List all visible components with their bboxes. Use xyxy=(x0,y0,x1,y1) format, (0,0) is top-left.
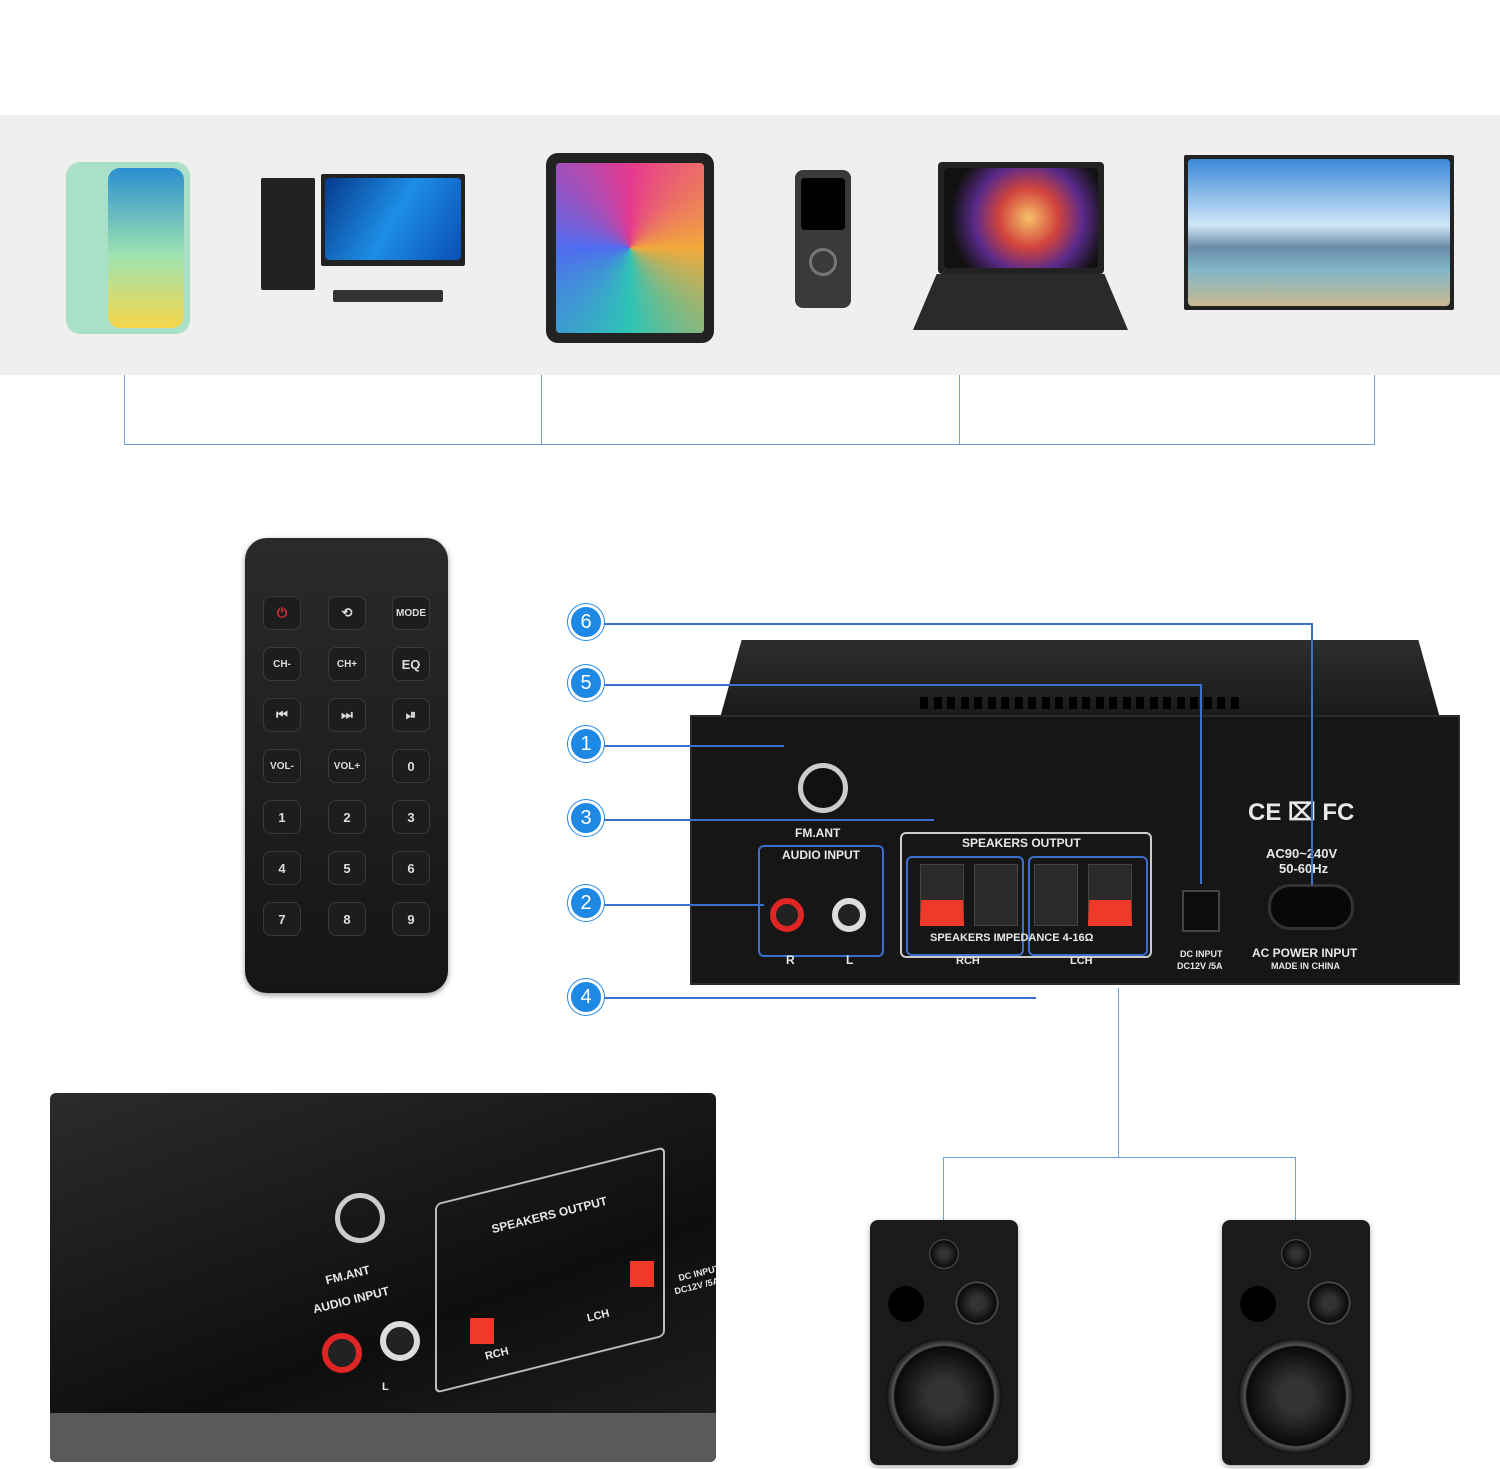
vent-slot xyxy=(1001,697,1009,709)
vent-slot xyxy=(1109,697,1117,709)
vent-slot xyxy=(1136,697,1144,709)
remote-button[interactable]: 1 xyxy=(263,800,301,834)
dc-input-label: DC INPUT xyxy=(1180,949,1223,959)
vent-slot xyxy=(960,697,969,709)
photo-audio-input-label: AUDIO INPUT xyxy=(311,1283,391,1317)
remote-button[interactable]: EQ xyxy=(392,647,430,681)
rch-label: RCH xyxy=(956,955,980,967)
vent-slot xyxy=(1203,697,1212,709)
remote-button[interactable]: 8 xyxy=(328,902,366,936)
monitor-image xyxy=(321,174,465,266)
remote-button[interactable]: ⏭ xyxy=(328,698,366,732)
fm-antenna-jack xyxy=(798,763,848,813)
speakers-output-frame xyxy=(900,832,1152,958)
vent-slot xyxy=(1014,697,1023,709)
vent-slot xyxy=(1041,697,1050,709)
remote-button[interactable]: 4 xyxy=(263,851,301,885)
remote-button[interactable]: ⏯ xyxy=(392,698,430,732)
mp3-player-image xyxy=(795,170,851,308)
callout-1: 1 xyxy=(568,726,604,762)
remote-button[interactable]: CH+ xyxy=(328,647,366,681)
remote-button[interactable]: 3 xyxy=(392,800,430,834)
television-image xyxy=(1184,155,1454,310)
ac-frequency-label: 50-60Hz xyxy=(1279,861,1329,876)
vent-slot xyxy=(947,697,955,709)
remote-button[interactable]: ⏮ xyxy=(263,698,301,732)
remote-button[interactable]: VOL- xyxy=(263,749,301,783)
vent-slot xyxy=(1163,697,1171,709)
speaker-left xyxy=(870,1220,1018,1465)
remote-button[interactable]: 0 xyxy=(392,749,430,783)
rca-right-jack xyxy=(770,898,804,932)
vent-slot xyxy=(1028,697,1036,709)
remote-button[interactable]: ⟲ xyxy=(328,596,366,630)
lch-plus-terminal xyxy=(1088,864,1132,926)
vent-slot xyxy=(974,697,982,709)
ac-rating-label: AC90~240V xyxy=(1266,846,1338,861)
vent-slot xyxy=(1190,697,1198,709)
keyboard-image xyxy=(333,290,443,302)
lch-label: LCH xyxy=(1070,955,1093,967)
amplifier-rear-panel xyxy=(690,715,1460,985)
vent-slot xyxy=(1095,697,1104,709)
vent-slot xyxy=(1149,697,1158,709)
made-in-label: MADE IN CHINA xyxy=(1271,961,1340,971)
vent-slot xyxy=(987,697,996,709)
desktop-computer-image xyxy=(261,178,315,290)
amplifier-top xyxy=(720,640,1440,718)
dc-input-jack xyxy=(1182,890,1220,932)
callout-4: 4 xyxy=(568,979,604,1015)
vent-slot xyxy=(1230,697,1239,709)
tablet-image xyxy=(546,153,714,343)
vent-slot xyxy=(1217,697,1225,709)
remote-button[interactable]: VOL+ xyxy=(328,749,366,783)
lch-minus-terminal xyxy=(1034,864,1078,926)
dc-rating-label: DC12V /5A xyxy=(1177,961,1223,971)
callout-3: 3 xyxy=(568,800,604,836)
ac-power-input-label: AC POWER INPUT xyxy=(1252,946,1358,960)
audio-input-label: AUDIO INPUT xyxy=(782,848,860,862)
vent-slot xyxy=(1068,697,1077,709)
rch-plus-terminal xyxy=(920,864,964,926)
vent-slot xyxy=(933,697,942,709)
speakers-output-label: SPEAKERS OUTPUT xyxy=(962,836,1081,850)
remote-button[interactable]: ⏻ xyxy=(263,596,301,630)
r-label: R xyxy=(786,953,795,967)
vent-slot xyxy=(1176,697,1185,709)
callout-5: 5 xyxy=(568,665,604,701)
remote-button[interactable]: 5 xyxy=(328,851,366,885)
lch-box xyxy=(1028,856,1148,956)
remote-button[interactable]: 2 xyxy=(328,800,366,834)
certifications-logo: CE ⌧ FC xyxy=(1248,799,1355,826)
vent-slot xyxy=(1055,697,1063,709)
audio-input-box xyxy=(758,845,884,957)
rch-box xyxy=(906,856,1024,956)
laptop-base-image xyxy=(913,274,1128,330)
callout-2: 2 xyxy=(568,885,604,921)
l-label: L xyxy=(846,953,854,967)
fm-ant-label: FM.ANT xyxy=(795,826,841,840)
photo-fm-ant-label: FM.ANT xyxy=(323,1262,372,1288)
photo-l-label: L xyxy=(382,1381,389,1393)
remote-button[interactable]: 6 xyxy=(392,851,430,885)
remote-button[interactable]: 7 xyxy=(263,902,301,936)
vent-slot xyxy=(920,697,928,709)
rch-minus-terminal xyxy=(974,864,1018,926)
amplifier-closeup-photo: SPEAKERS OUTPUT FM.ANT AUDIO INPUT DC IN… xyxy=(50,1093,716,1462)
vent-slot xyxy=(1122,697,1131,709)
remote-button[interactable]: 9 xyxy=(392,902,430,936)
ac-power-socket xyxy=(1268,884,1354,930)
smartphone-image xyxy=(66,162,190,334)
laptop-image xyxy=(938,162,1104,274)
callout-6: 6 xyxy=(568,604,604,640)
remote-button[interactable]: CH- xyxy=(263,647,301,681)
rca-left-jack xyxy=(832,898,866,932)
speaker-right xyxy=(1222,1220,1370,1465)
remote-button[interactable]: MODE xyxy=(392,596,430,630)
impedance-label: SPEAKERS IMPEDANCE 4-16Ω xyxy=(930,932,1094,944)
vent-slot xyxy=(1082,697,1090,709)
